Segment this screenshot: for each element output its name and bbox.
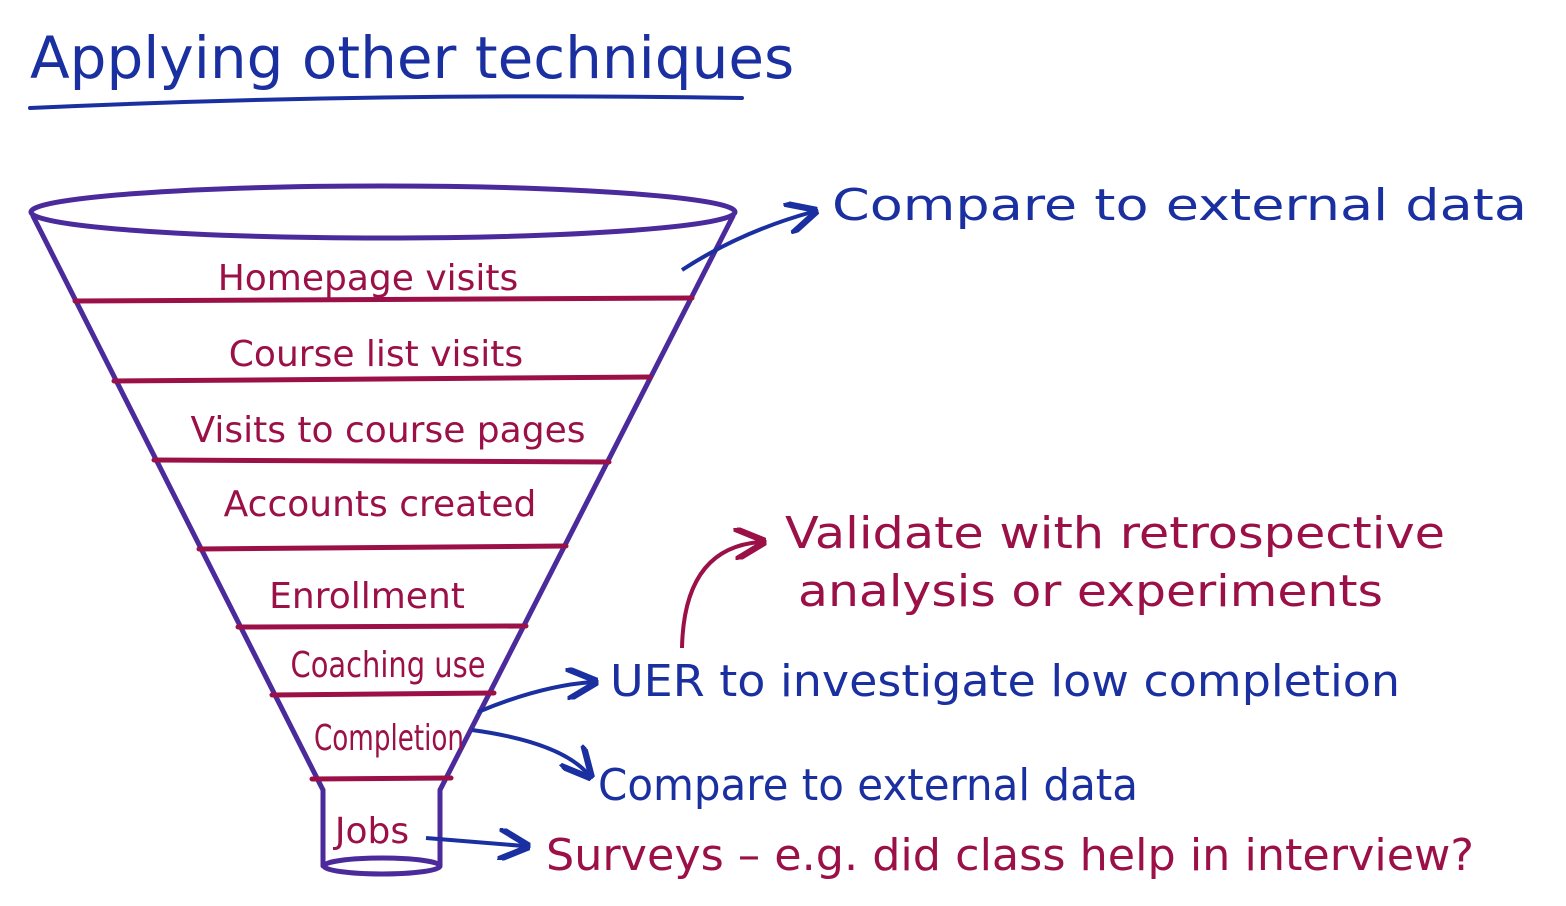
arrow-surveys <box>425 838 524 846</box>
note-top-compare: Compare to external data <box>832 180 1527 231</box>
divider-7 <box>309 775 454 782</box>
stage-completion: Completion <box>314 718 464 759</box>
stage-homepage-visits: Homepage visits <box>218 258 519 299</box>
stage-jobs: Jobs <box>333 811 409 852</box>
note-validate-line1: Validate with retrospective <box>785 508 1445 559</box>
stage-accounts-created: Accounts created <box>224 484 537 525</box>
stage-dividers <box>72 295 695 782</box>
note-validate-line2: analysis or experiments <box>798 566 1383 617</box>
arrow-top-compare <box>680 212 812 272</box>
divider-6 <box>269 690 497 698</box>
stage-coaching-use: Coaching use <box>291 645 486 686</box>
funnel-spout <box>321 855 443 877</box>
arrow-uer <box>477 682 592 714</box>
divider-3 <box>151 457 612 465</box>
funnel-left-side <box>30 213 326 869</box>
title-underline <box>28 94 744 110</box>
stage-visits-to-course-pages: Visits to course pages <box>191 410 586 451</box>
arrow-validate <box>680 542 760 649</box>
page-title: Applying other techniques <box>30 24 794 92</box>
stage-course-list-visits: Course list visits <box>229 334 523 375</box>
stage-enrollment: Enrollment <box>269 576 465 617</box>
arrow-bottom-compare <box>471 728 588 774</box>
funnel-rim <box>28 183 738 241</box>
divider-4 <box>196 543 569 552</box>
note-uer: UER to investigate low completion <box>610 656 1400 707</box>
note-bottom-compare: Compare to external data <box>598 760 1138 811</box>
divider-1 <box>72 295 695 304</box>
divider-5 <box>235 623 529 630</box>
note-surveys: Surveys – e.g. did class help in intervi… <box>546 830 1474 881</box>
divider-2 <box>111 374 653 384</box>
